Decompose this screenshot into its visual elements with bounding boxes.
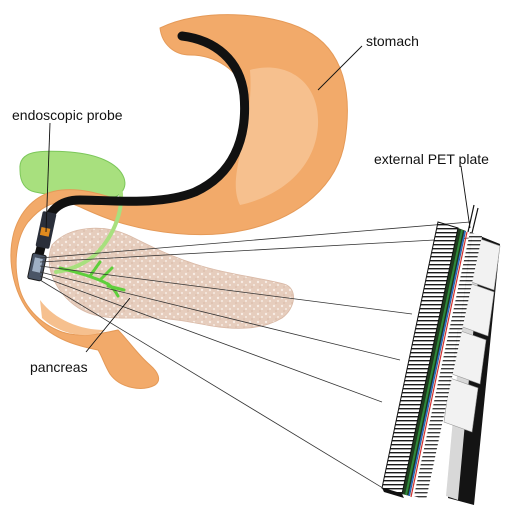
endoscopic-probe-label: endoscopic probe xyxy=(12,108,123,122)
stomach-label: stomach xyxy=(366,34,419,48)
pancreas-label: pancreas xyxy=(30,360,88,374)
pancreas-shape xyxy=(49,228,293,328)
pet-plate xyxy=(382,205,500,505)
external-pet-plate-label: external PET plate xyxy=(374,152,489,166)
